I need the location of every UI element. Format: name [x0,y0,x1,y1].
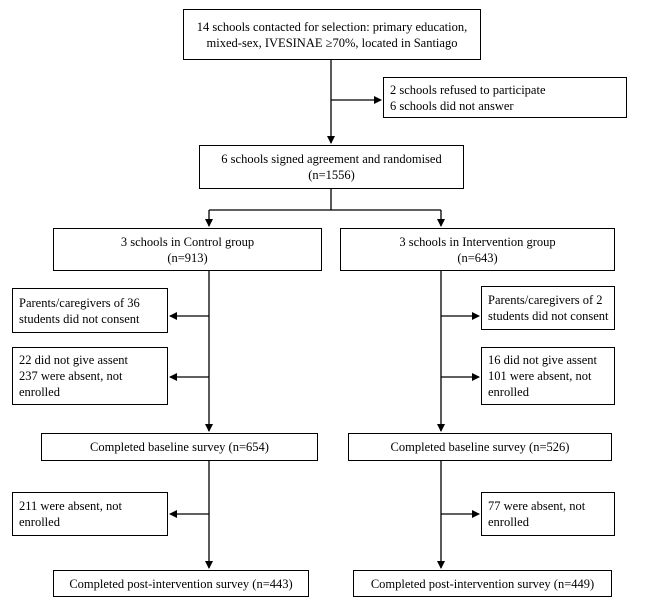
node-line: (n=1556) [308,168,355,182]
node-line: enrolled [488,385,529,399]
node-line: students did not consent [19,311,140,326]
node-line: 22 did not give assent [19,353,129,367]
node-line: enrolled [19,385,60,399]
node-line: 101 were absent, not [488,369,592,383]
node-line: 6 schools signed agreement and randomise… [221,152,442,166]
node-line: (n=643) [457,250,498,265]
node-intervention-no-assent: 16 did not give assent 101 were absent, … [481,347,615,405]
node-line: Parents/caregivers of 2 [488,293,603,307]
node-line: Completed post-intervention survey (n=44… [69,576,293,591]
node-intervention-no-consent: Parents/caregivers of 2 students did not… [481,286,615,330]
node-line: (n=913) [167,250,208,265]
node-line: enrolled [488,515,529,529]
node-line: 6 schools did not answer [390,98,514,113]
node-intervention-post: Completed post-intervention survey (n=44… [353,570,612,597]
node-line: students did not consent [488,309,609,323]
node-control-baseline: Completed baseline survey (n=654) [41,433,318,461]
node-line: mixed-sex, IVESINAE ≥70%, located in San… [206,35,458,50]
node-intervention-group: 3 schools in Intervention group (n=643) [340,228,615,271]
node-line: 77 were absent, not [488,499,586,513]
node-line: 3 schools in Intervention group [399,234,556,249]
node-line: enrolled [19,515,60,529]
node-control-no-consent: Parents/caregivers of 36 students did no… [12,288,168,333]
node-control-no-assent: 22 did not give assent 237 were absent, … [12,347,168,405]
node-intervention-baseline: Completed baseline survey (n=526) [348,433,612,461]
node-control-group: 3 schools in Control group (n=913) [53,228,322,271]
node-control-post: Completed post-intervention survey (n=44… [53,570,309,597]
node-line: 237 were absent, not [19,369,123,383]
node-line: 14 schools contacted for selection: prim… [196,19,468,34]
node-line: 211 were absent, not [19,499,122,513]
node-intervention-absent-post: 77 were absent, not enrolled [481,492,615,536]
node-line: Completed baseline survey (n=526) [390,440,570,454]
node-line: 16 did not give assent [488,353,598,367]
node-line: 3 schools in Control group [120,234,255,249]
node-line: Parents/caregivers of 36 [19,295,140,310]
node-excluded-schools: 2 schools refused to participate 6 schoo… [383,77,627,118]
node-schools-contacted: 14 schools contacted for selection: prim… [183,9,481,60]
node-randomised: 6 schools signed agreement and randomise… [199,145,464,189]
node-control-absent-post: 211 were absent, not enrolled [12,492,168,536]
node-line: 2 schools refused to participate [390,82,546,97]
node-line: Completed baseline survey (n=654) [90,440,269,454]
node-line: Completed post-intervention survey (n=44… [370,576,595,591]
